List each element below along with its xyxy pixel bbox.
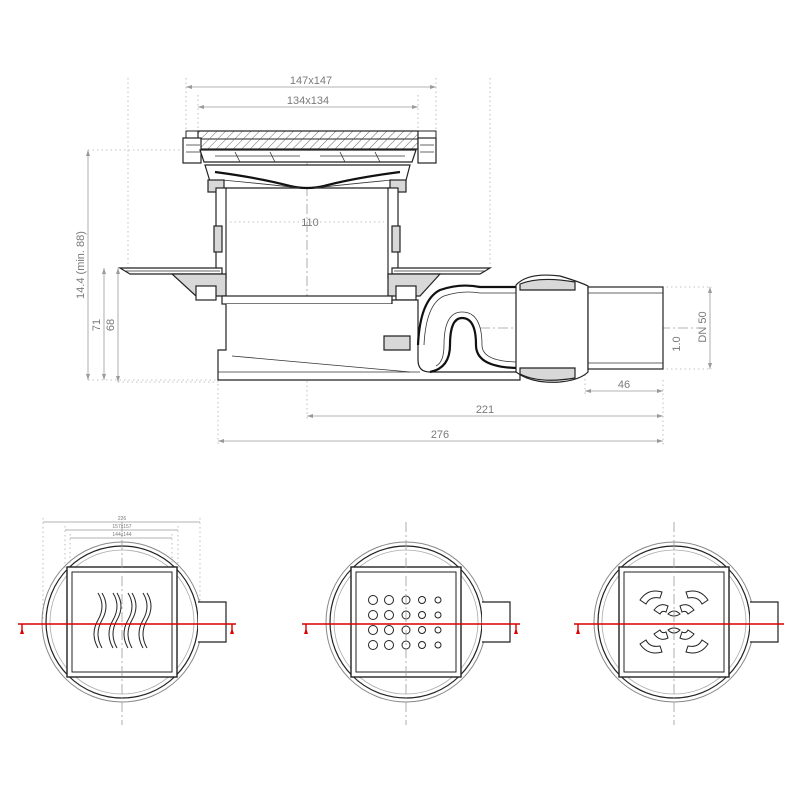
wave-slot-pattern xyxy=(93,592,152,649)
lower-body xyxy=(217,295,521,381)
label-outlet-stub: 46 xyxy=(618,379,630,391)
label-plan-overall: 226 xyxy=(118,516,127,522)
label-pipe-diameter: 110 xyxy=(301,217,319,229)
label-length-221: 221 xyxy=(476,404,494,416)
label-length-276: 276 xyxy=(431,429,449,441)
plan-view-holes xyxy=(302,522,520,725)
plan-view-petals xyxy=(574,522,784,725)
label-grate-outer: 147x147 xyxy=(290,75,332,87)
flange xyxy=(117,267,493,301)
petal-pattern xyxy=(639,590,709,654)
label-grate-inner: 134x134 xyxy=(287,95,329,107)
grate-top xyxy=(182,130,437,164)
funnel xyxy=(204,164,411,193)
plan-view-wave: 226 157x157 144x144 xyxy=(18,516,236,725)
label-height-total: 14.4 (min. 88) xyxy=(75,231,87,299)
label-height-body: 68 xyxy=(105,319,117,331)
label-slope: 1.0 xyxy=(671,336,683,351)
label-height-flange: 71 xyxy=(91,319,103,331)
outlet-coupling xyxy=(515,274,664,383)
outlet-pipe xyxy=(416,284,521,374)
label-outlet-dn: DN 50 xyxy=(697,311,709,342)
vertical-dimensions xyxy=(86,150,712,382)
horizontal-dimensions xyxy=(186,85,663,443)
section-view: 147x147 134x134 110 14.4 (min. 88) 71 68… xyxy=(75,75,712,445)
